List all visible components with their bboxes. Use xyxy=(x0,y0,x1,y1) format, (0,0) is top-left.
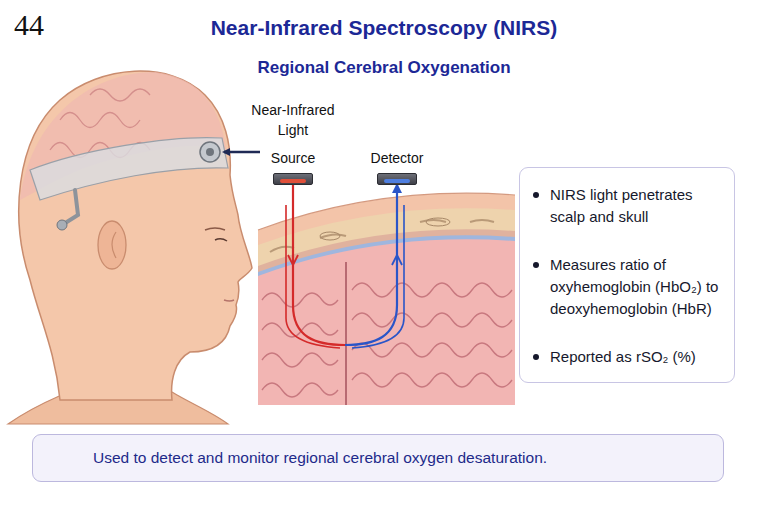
tissue-section xyxy=(250,180,520,410)
light-source: Source xyxy=(263,150,323,185)
head-profile xyxy=(205,228,225,230)
tissue-section xyxy=(262,383,338,397)
head-profile xyxy=(112,232,116,258)
headband xyxy=(62,190,78,225)
bullet-dot xyxy=(533,262,539,268)
summary-box: Used to detect and monitor regional cere… xyxy=(32,434,724,482)
light-path-red xyxy=(293,185,345,345)
tissue-section xyxy=(258,235,515,405)
sensor-label: Source xyxy=(263,150,323,166)
light-label: Near-Infrared Light xyxy=(238,100,348,140)
sensor-pad xyxy=(377,173,417,185)
head-profile xyxy=(98,221,126,269)
light-path-blue xyxy=(345,185,397,345)
section-edge xyxy=(258,193,515,230)
tissue-section xyxy=(258,229,515,405)
tissue-section xyxy=(352,313,512,327)
sensor-pad xyxy=(273,173,313,185)
tissue-section xyxy=(262,293,338,307)
light-detector: Detector xyxy=(367,150,427,185)
headband xyxy=(30,138,228,200)
bullet-dot xyxy=(533,192,539,198)
sensor-glow xyxy=(280,179,306,183)
tissue-section xyxy=(250,180,520,410)
bullet-text: NIRS light penetrates scalp and skull xyxy=(550,184,720,228)
light-paths xyxy=(286,205,404,348)
direction-chevron xyxy=(288,255,298,265)
head-profile xyxy=(8,71,252,424)
subtitle: Regional Cerebral Oxygenation xyxy=(0,58,768,78)
bullet-text: Reported as rSO₂ (%) xyxy=(550,346,720,368)
bullet-text: Measures ratio of oxyhemoglobin (HbO₂) t… xyxy=(550,254,720,320)
light-path xyxy=(288,185,402,345)
tissue-section xyxy=(262,353,338,367)
tissue-section xyxy=(352,283,512,297)
headband xyxy=(57,220,67,230)
tissue-section xyxy=(258,208,515,405)
headband xyxy=(30,138,260,230)
headband xyxy=(200,142,220,162)
headband xyxy=(206,148,214,156)
bullet-panel: NIRS light penetrates scalp and skullMea… xyxy=(519,167,735,383)
summary-text: Used to detect and monitor regional cere… xyxy=(93,448,703,468)
head-profile xyxy=(224,300,234,301)
slide-number: 44 xyxy=(14,8,44,42)
sensor-label: Detector xyxy=(367,150,427,166)
tissue-section xyxy=(426,218,450,226)
head-profile xyxy=(215,239,227,241)
title: Near-Infrared Spectroscopy (NIRS) xyxy=(0,16,768,40)
direction-chevron xyxy=(392,255,402,265)
head-profile xyxy=(19,71,252,400)
tissue-section xyxy=(352,373,512,387)
tissue-section xyxy=(320,232,340,240)
sensor-glow xyxy=(384,179,410,183)
headband xyxy=(224,151,260,154)
tissue-section xyxy=(345,262,347,405)
bullet-dot xyxy=(533,354,539,360)
